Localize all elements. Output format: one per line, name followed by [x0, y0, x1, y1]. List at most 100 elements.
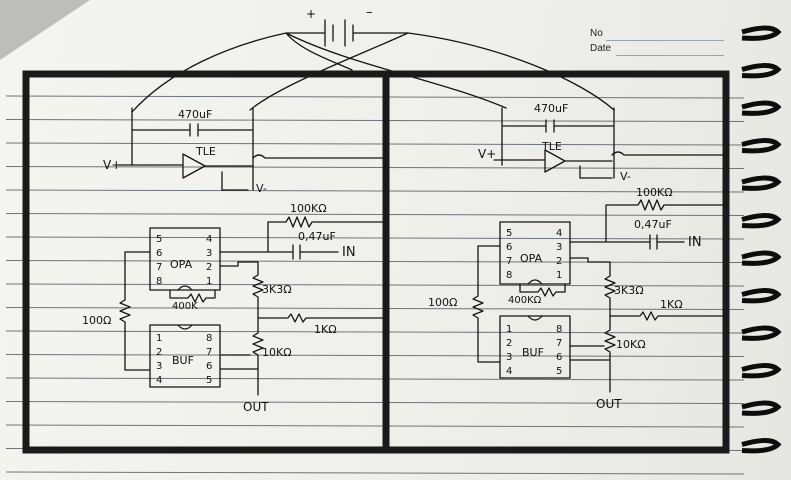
right-r3k3-label: 3K3Ω	[614, 284, 644, 297]
right-buf-pin-3: 3	[506, 352, 512, 363]
left-buf-label: BUF	[172, 354, 194, 367]
right-vminus-label: V-	[620, 170, 631, 183]
battery-minus-label: –	[366, 5, 373, 20]
ruled-line	[5, 95, 745, 99]
right-buf-pin-2: 2	[506, 338, 512, 349]
right-opa-label: OPA	[520, 252, 543, 265]
page-corner-shadow	[0, 0, 90, 60]
right-r1k-label: 1KΩ	[660, 298, 683, 311]
ruled-line	[5, 424, 745, 428]
left-tle-label: TLE	[195, 145, 216, 158]
right-opa-pin-5: 5	[506, 228, 512, 239]
binding-ring	[741, 63, 782, 79]
right-in-label: IN	[688, 235, 702, 250]
ruled-line	[5, 260, 745, 263]
ruled-line	[5, 142, 745, 146]
right-opa-pin-2: 2	[556, 256, 562, 267]
binding-ring	[741, 213, 782, 229]
left-buf-pin-4: 4	[156, 375, 162, 386]
left-circuit: 470uF V+ TLE V- OPA 5 6 7 8 4 3 2 1	[82, 107, 386, 414]
right-tle-label: TLE	[541, 140, 562, 153]
ruled-line	[5, 236, 745, 240]
ruled-line	[5, 189, 745, 193]
left-r100k-label: 100KΩ	[290, 202, 327, 215]
spiral-binding	[741, 25, 782, 454]
right-buf-pin-1: 1	[506, 324, 512, 335]
ruled-line	[5, 119, 745, 122]
left-buf-pin-5: 5	[206, 375, 212, 386]
binding-ring	[741, 25, 782, 41]
ruled-line	[5, 354, 745, 357]
no-line	[606, 40, 724, 41]
left-r400k-label: 400K	[172, 301, 198, 312]
binding-ring	[741, 175, 782, 191]
date-label: Date	[590, 43, 612, 54]
right-opa-pin-1: 1	[556, 270, 562, 281]
no-label: No	[590, 28, 603, 39]
right-buf-pin-7: 7	[556, 338, 562, 349]
right-opa-pin-8: 8	[506, 270, 512, 281]
right-cap-470-label: 470uF	[534, 102, 568, 115]
right-buf-pin-8: 8	[556, 324, 562, 335]
left-opa-pin-2: 2	[206, 262, 212, 273]
binding-ring	[741, 250, 782, 266]
left-opa-pin-4: 4	[206, 234, 212, 245]
left-buf-chip: BUF 1 2 3 4 8 7 6 5	[149, 324, 221, 388]
right-opa-pin-3: 3	[556, 242, 562, 253]
left-cap-047-label: 0,47uF	[298, 230, 336, 243]
right-out-label: OUT	[596, 397, 622, 411]
ruled-line	[5, 377, 745, 381]
binding-ring	[741, 138, 782, 154]
left-opa-chip: OPA 5 6 7 8 4 3 2 1	[149, 227, 221, 291]
left-opa-pin-1: 1	[206, 276, 212, 287]
binding-ring	[741, 100, 782, 116]
left-r3k3-label: 3K3Ω	[262, 283, 292, 296]
ruled-line	[5, 471, 745, 475]
left-opa-pin-3: 3	[206, 248, 212, 259]
left-opa-pin-8: 8	[156, 276, 162, 287]
ruled-line	[5, 166, 745, 169]
right-opa-pin-6: 6	[506, 242, 512, 253]
binding-ring	[741, 325, 782, 341]
left-buf-pin-8: 8	[206, 333, 212, 344]
ruled-line	[5, 213, 745, 216]
left-r10k-label: 10KΩ	[262, 346, 292, 359]
left-r1k-label: 1KΩ	[314, 323, 337, 336]
right-buf-chip: BUF 1 2 3 4 8 7 6 5	[499, 315, 571, 379]
ruled-line	[5, 283, 745, 287]
left-vplus-label: V+	[103, 158, 121, 172]
right-buf-pin-4: 4	[506, 366, 512, 377]
right-r100k-label: 100KΩ	[636, 186, 673, 199]
right-r400k-label: 400KΩ	[508, 295, 542, 306]
ruled-line	[5, 401, 745, 404]
left-cap-470-label: 470uF	[178, 108, 212, 121]
right-cap-047-label: 0,47uF	[634, 218, 672, 231]
binding-ring	[741, 400, 782, 416]
battery-plus-label: +	[306, 7, 316, 21]
left-buf-pin-1: 1	[156, 333, 162, 344]
left-in-label: IN	[342, 245, 356, 260]
left-opa-pin-7: 7	[156, 262, 162, 273]
left-opa-label: OPA	[170, 258, 193, 271]
left-buf-pin-6: 6	[206, 361, 212, 372]
left-r100-label: 100Ω	[82, 314, 111, 327]
left-opa-pin-6: 6	[156, 248, 162, 259]
battery-symbol: + –	[285, 5, 409, 47]
right-vplus-label: V+	[478, 147, 496, 161]
right-opa-pin-4: 4	[556, 228, 562, 239]
notebook-frame	[22, 70, 730, 454]
left-out-label: OUT	[243, 400, 269, 414]
right-r10k-label: 10KΩ	[616, 338, 646, 351]
left-vminus-label: V-	[256, 182, 267, 195]
binding-ring	[741, 363, 782, 379]
left-buf-pin-2: 2	[156, 347, 162, 358]
left-buf-pin-7: 7	[206, 347, 212, 358]
binding-ring	[741, 288, 782, 304]
left-opa-pin-5: 5	[156, 234, 162, 245]
ruled-line	[5, 330, 745, 334]
right-buf-pin-6: 6	[556, 352, 562, 363]
right-r100-label: 100Ω	[428, 296, 457, 309]
